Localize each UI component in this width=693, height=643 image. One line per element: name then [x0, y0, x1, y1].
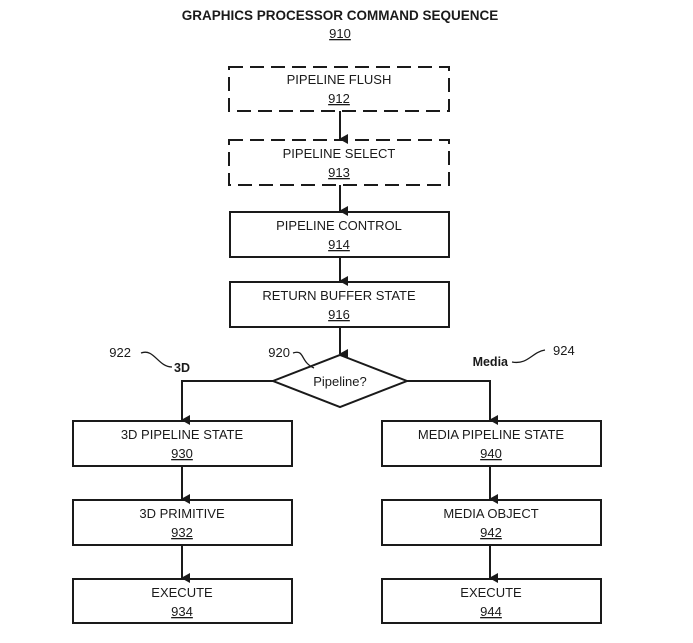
node-pipeline-control: PIPELINE CONTROL 914 — [229, 211, 450, 258]
node-label: RETURN BUFFER STATE — [262, 288, 416, 303]
node-box — [229, 211, 450, 258]
node-label: EXECUTE — [151, 585, 213, 600]
node-return-buffer-state: RETURN BUFFER STATE 916 — [229, 281, 450, 328]
node-ref: 914 — [328, 237, 350, 252]
decision-ref: 920 — [268, 345, 290, 360]
node-label: MEDIA OBJECT — [443, 506, 538, 521]
node-box — [228, 139, 450, 186]
diagram-title: GRAPHICS PROCESSOR COMMAND SEQUENCE — [182, 8, 499, 23]
node-execute-media: EXECUTE 944 — [381, 578, 602, 624]
node-label: 3D PRIMITIVE — [139, 506, 225, 521]
node-ref: 942 — [480, 525, 502, 540]
node-label: MEDIA PIPELINE STATE — [418, 427, 564, 442]
node-box — [72, 578, 293, 624]
node-execute-3d: EXECUTE 934 — [72, 578, 293, 624]
node-ref: 913 — [328, 165, 350, 180]
node-ref: 934 — [171, 604, 193, 619]
node-ref: 940 — [480, 446, 502, 461]
branch-3d-ref-leader — [140, 351, 173, 368]
node-box — [228, 66, 450, 112]
node-label: PIPELINE CONTROL — [276, 218, 402, 233]
node-box — [72, 499, 293, 546]
edge-decision-to-3d — [181, 380, 273, 425]
node-media-object: MEDIA OBJECT 942 — [381, 499, 602, 546]
diagram-title-ref: 910 — [329, 26, 351, 41]
branch-3d-ref: 922 — [109, 345, 131, 360]
node-ref: 932 — [171, 525, 193, 540]
decision-diamond — [270, 353, 410, 409]
node-label: PIPELINE SELECT — [283, 146, 396, 161]
node-label: PIPELINE FLUSH — [287, 72, 392, 87]
node-ref: 916 — [328, 307, 350, 322]
node-media-pipeline-state: MEDIA PIPELINE STATE 940 — [381, 420, 602, 467]
node-label: 3D PIPELINE STATE — [121, 427, 244, 442]
node-3d-pipeline-state: 3D PIPELINE STATE 930 — [72, 420, 293, 467]
node-box — [381, 420, 602, 467]
branch-media-ref: 924 — [553, 343, 575, 358]
decision-label: Pipeline? — [313, 374, 367, 389]
node-pipeline-flush: PIPELINE FLUSH 912 — [228, 66, 450, 112]
branch-media-label: Media — [473, 355, 509, 369]
edge-decision-to-media — [407, 380, 498, 425]
node-label: EXECUTE — [460, 585, 522, 600]
branch-media-ref-leader — [511, 349, 546, 364]
decision-pipeline: Pipeline? — [270, 353, 410, 409]
node-ref: 912 — [328, 91, 350, 106]
node-pipeline-select: PIPELINE SELECT 913 — [228, 139, 450, 186]
node-ref: 930 — [171, 446, 193, 461]
decision-ref-leader — [292, 351, 315, 369]
node-3d-primitive: 3D PRIMITIVE 932 — [72, 499, 293, 546]
node-ref: 944 — [480, 604, 502, 619]
node-box — [381, 499, 602, 546]
branch-3d-label: 3D — [174, 361, 190, 375]
